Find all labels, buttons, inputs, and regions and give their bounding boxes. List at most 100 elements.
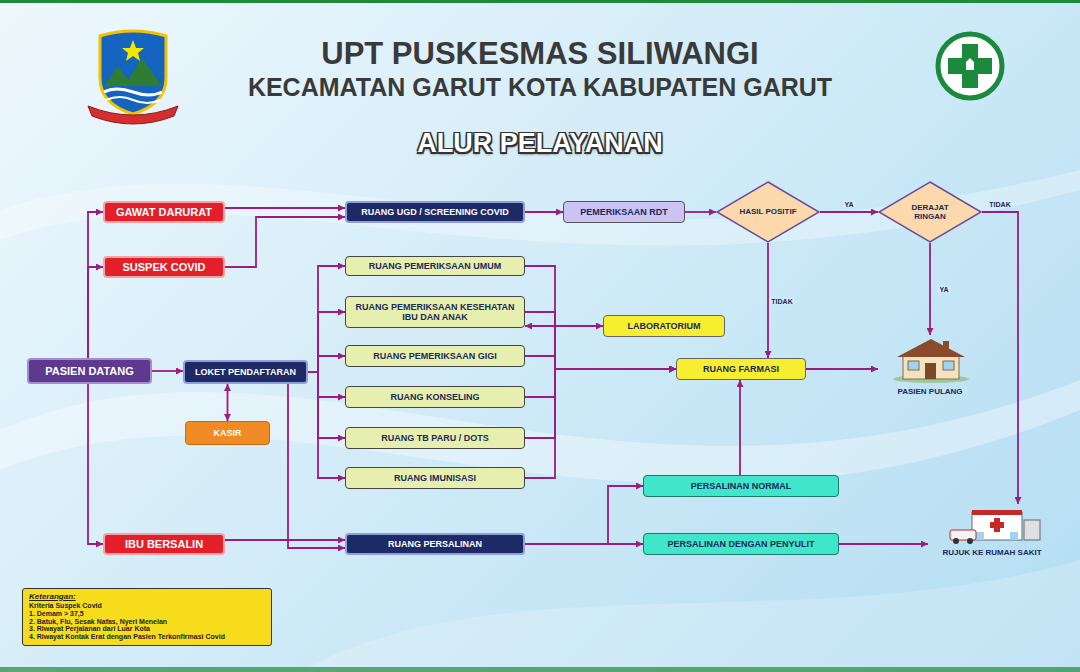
room-box: RUANG UGD / SCREENING COVID [345, 201, 525, 223]
flow-arrow [525, 369, 676, 438]
puskesmas-logo-part [966, 58, 974, 70]
puskesmas-logo-part [948, 44, 992, 88]
flow-arrow [739, 380, 741, 475]
flow-arrow [820, 211, 878, 213]
box-label: PEMERIKSAAN RDT [570, 207, 678, 217]
box-label: HASIL POSITIF [737, 207, 799, 216]
process-box: LOKET PENDAFTARAN [183, 360, 308, 384]
background-swoosh-part [300, 560, 1080, 672]
entry-box: GAWAT DARURAT [103, 201, 225, 223]
process-box: PERSALINAN NORMAL [643, 475, 839, 497]
note-line: 2. Batuk, Flu, Sesak Nafas, Nyeri Menela… [29, 618, 265, 626]
flow-arrow [225, 217, 345, 267]
room-box: RUANG KONSELING [345, 386, 525, 408]
diamond-text-wrap: HASIL POSITIF [737, 207, 799, 216]
flow-arrow [225, 539, 345, 541]
note-heading: Keterangan: [29, 593, 265, 602]
house-illustration-part [943, 361, 954, 370]
room-box: RUANG PEMERIKSAAN KESEHATAN IBU DAN ANAK [345, 296, 525, 328]
box-label: DERAJAT RINGAN [899, 203, 961, 221]
hospital-illustration [950, 510, 1040, 544]
box-label: LOKET PENDAFTARAN [191, 367, 300, 377]
garut-logo-part [122, 40, 144, 61]
house-illustration-part [897, 339, 965, 357]
diamond-text-wrap: DERAJAT RINGAN [899, 203, 961, 221]
flow-arrow [525, 369, 676, 478]
box-label: RUANG PEMERIKSAAN GIGI [352, 351, 518, 361]
flow-arrow [308, 372, 345, 397]
page-title: UPT PUSKESMAS SILIWANGI [0, 36, 1080, 72]
house-illustration [893, 339, 969, 383]
box-label: RUANG KONSELING [352, 392, 518, 402]
garut-logo-part [104, 89, 162, 95]
flow-arrow [525, 486, 643, 544]
flow-arrow [308, 356, 345, 372]
flow-arrow [806, 368, 878, 370]
edge-label: TIDAK [987, 201, 1012, 208]
end-node: RUJUK KE RUMAH SAKIT [928, 504, 1056, 558]
flow-arrow [525, 211, 563, 213]
flow-arrow [288, 384, 345, 548]
flow-arrow [88, 384, 103, 544]
box-label: IBU BERSALIN [111, 538, 217, 551]
house-illustration-part [903, 355, 959, 379]
hospital-illustration-part [1024, 520, 1040, 540]
note-line: 3. Riwayat Perjalanan dari Luar Kota [29, 625, 265, 633]
flow-arrow [308, 372, 345, 478]
flow-arrow [525, 543, 643, 545]
box-label: RUANG IMUNISASI [352, 473, 518, 483]
box-label: RUANG TB PARU / DOTS [352, 433, 518, 443]
garut-logo-part [106, 97, 160, 103]
background-swoosh-part [0, 380, 1080, 484]
bottom-bar [0, 667, 1080, 672]
legend-note-box: Keterangan:Kriteria Suspek Covid1. Demam… [22, 588, 272, 646]
room-box: RUANG TB PARU / DOTS [345, 427, 525, 449]
box-label: RUANG FARMASI [683, 364, 799, 374]
note-line: 1. Demam > 37,5 [29, 610, 265, 618]
box-label: SUSPEK COVID [111, 261, 217, 274]
section-heading: ALUR PELAYANAN [0, 128, 1080, 159]
process-box: PERSALINAN DENGAN PENYULIT [643, 533, 839, 555]
flow-arrow [839, 543, 928, 545]
subtitle: KECAMATAN GARUT KOTA KABUPATEN GARUT [0, 73, 1080, 102]
hospital-illustration-part [972, 510, 1022, 515]
garut-logo-part [88, 106, 178, 124]
diamond-shape [879, 182, 981, 242]
house-illustration-part [908, 361, 919, 370]
box-label: RUANG PEMERIKSAAN KESEHATAN IBU DAN ANAK [352, 302, 518, 323]
flow-arrow [525, 325, 603, 327]
flow-arrow [982, 212, 1018, 504]
start-box: PASIEN DATANG [27, 358, 152, 384]
box-label: PERSALINAN DENGAN PENYULIT [650, 539, 832, 549]
diamond-shape [717, 182, 819, 242]
room-box: RUANG IMUNISASI [345, 467, 525, 489]
flow-arrow [929, 243, 931, 335]
flow-arrow [308, 312, 345, 372]
box-label: RUANG UGD / SCREENING COVID [353, 207, 517, 217]
garut-logo-part [100, 31, 166, 114]
room-box: RUANG PERSALINAN [345, 533, 525, 555]
flow-arrow [525, 369, 676, 397]
garut-logo-part [104, 58, 162, 86]
top-bar [0, 0, 1080, 3]
puskesmas-logo-part [938, 34, 1002, 98]
hospital-illustration-part [1010, 532, 1018, 540]
hospital-illustration-part [990, 522, 1004, 528]
hospital-illustration-part [950, 530, 976, 540]
flow-arrow [88, 267, 103, 358]
process-box: KASIR [185, 421, 270, 445]
box-label: RUANG PEMERIKSAAN UMUM [352, 261, 518, 271]
process-box: LABORATORIUM [603, 315, 725, 337]
flow-arrow [685, 211, 716, 213]
flow-arrow [525, 356, 676, 369]
flow-arrow [227, 384, 229, 421]
edge-label: TIDAK [769, 297, 794, 304]
hospital-illustration-part [976, 532, 984, 540]
box-label: KASIR [192, 428, 263, 438]
decision-diamond: DERAJAT RINGAN [878, 181, 982, 243]
hospital-illustration-part [967, 538, 973, 544]
background-swoosh [0, 170, 1080, 672]
box-label: RUANG PERSALINAN [353, 539, 517, 549]
box-label: PASIEN DATANG [35, 365, 144, 378]
